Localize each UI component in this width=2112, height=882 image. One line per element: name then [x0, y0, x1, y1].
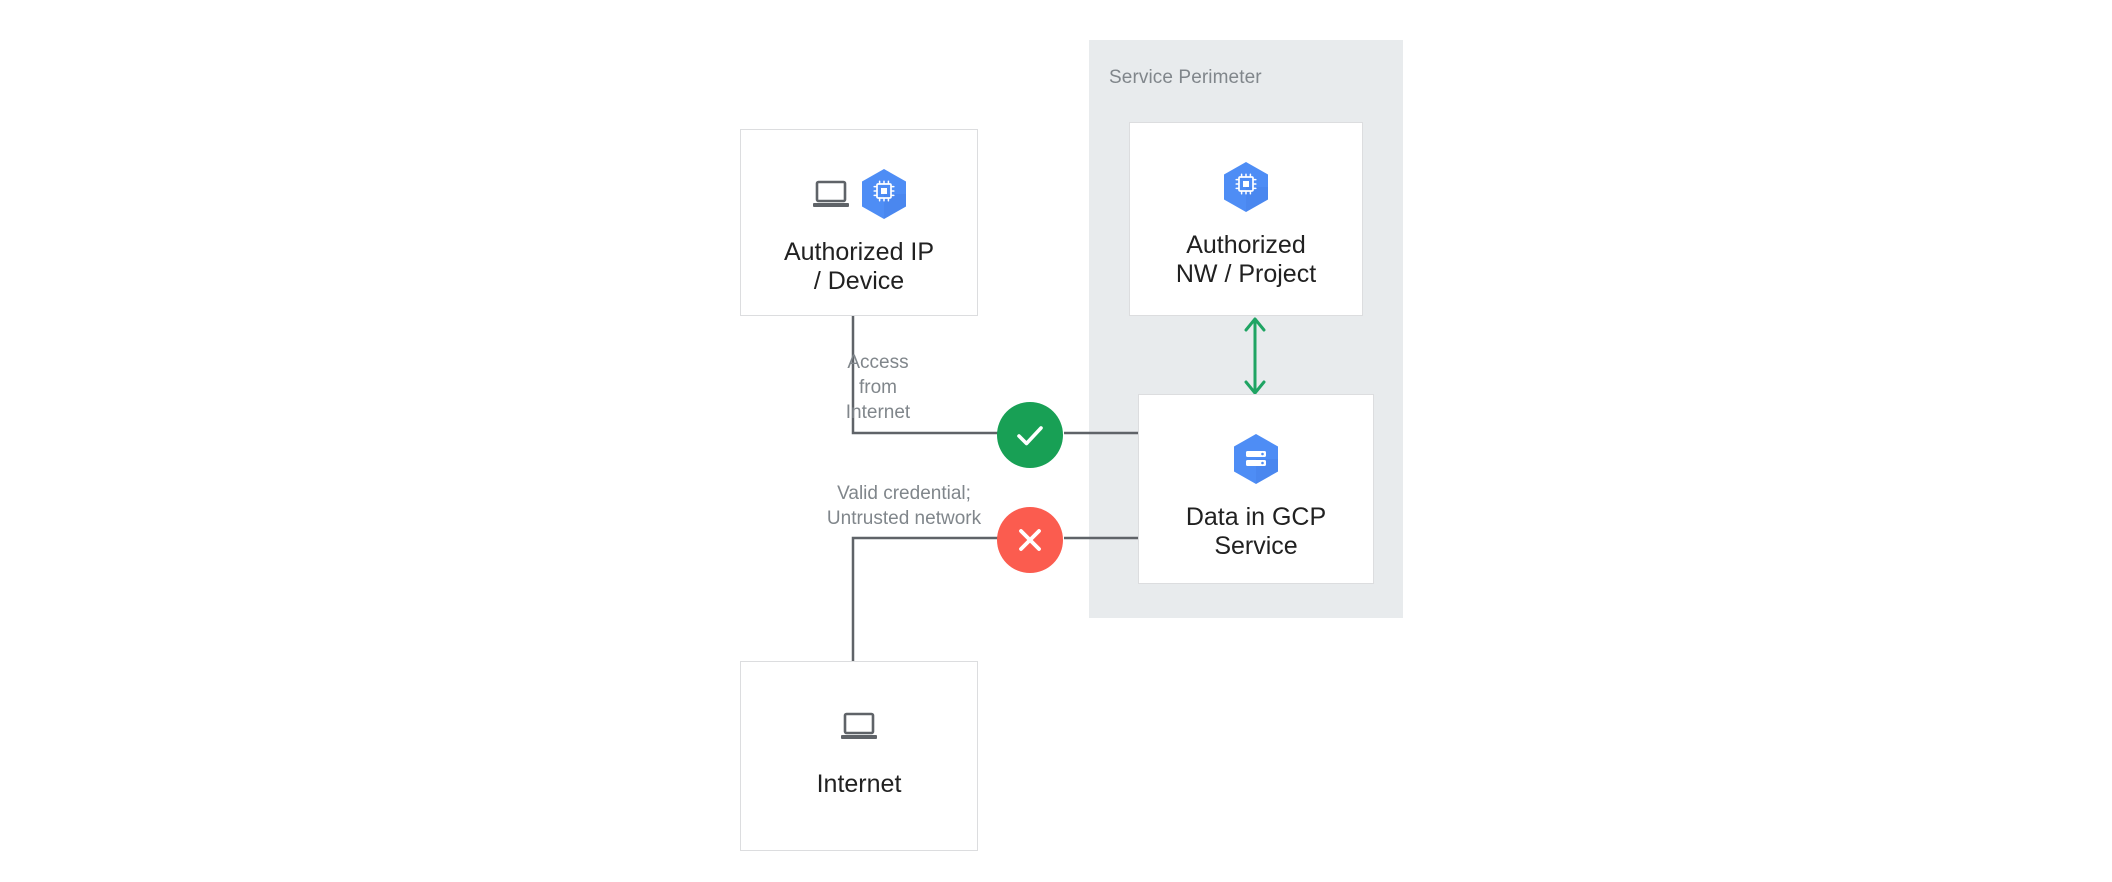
compute-engine-icon: [1224, 162, 1268, 212]
node-label: Authorized NW / Project: [1175, 231, 1317, 288]
node-icon-group: [1233, 429, 1279, 489]
edge-label-valid-credential: Valid credential; Untrusted network: [826, 483, 982, 529]
node-icon-group: [839, 696, 879, 756]
node-label: Data in GCP Service: [1185, 503, 1327, 560]
x-icon: [1019, 529, 1041, 551]
node-label: Internet: [816, 770, 902, 798]
cloud-storage-icon: [1234, 434, 1278, 484]
connector-internet-to-deny: [851, 536, 998, 661]
laptop-icon: [841, 712, 877, 739]
edge-label-access-from-internet: Access from Internet: [845, 352, 911, 423]
node-label: Authorized IP / Device: [783, 238, 935, 295]
deny-badge[interactable]: [997, 507, 1063, 573]
node-icon-group: [811, 164, 907, 224]
laptop-icon: [813, 180, 849, 207]
node-authorized-nw-project[interactable]: Authorized NW / Project: [1129, 122, 1363, 316]
node-data-in-gcp-service[interactable]: Data in GCP Service: [1138, 394, 1374, 584]
allow-badge[interactable]: [997, 402, 1063, 468]
service-perimeter-label: Service Perimeter: [1109, 67, 1262, 88]
node-authorized-ip-device[interactable]: Authorized IP / Device: [740, 129, 978, 316]
node-icon-group: [1223, 157, 1269, 217]
check-icon: [1017, 426, 1043, 446]
compute-engine-icon: [862, 169, 906, 219]
node-internet[interactable]: Internet: [740, 661, 978, 851]
